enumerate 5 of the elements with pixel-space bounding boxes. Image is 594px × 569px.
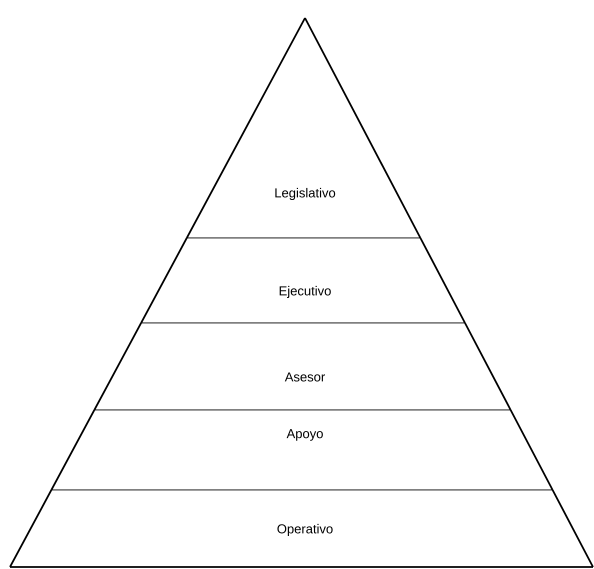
pyramid-band: Apoyo bbox=[50, 410, 554, 490]
pyramid-band: Legislativo bbox=[186, 18, 422, 238]
pyramid-band: Asesor bbox=[94, 322, 512, 410]
pyramid-band: Ejecutivo bbox=[140, 238, 466, 324]
pyramid-band: Operativo bbox=[9, 490, 594, 568]
